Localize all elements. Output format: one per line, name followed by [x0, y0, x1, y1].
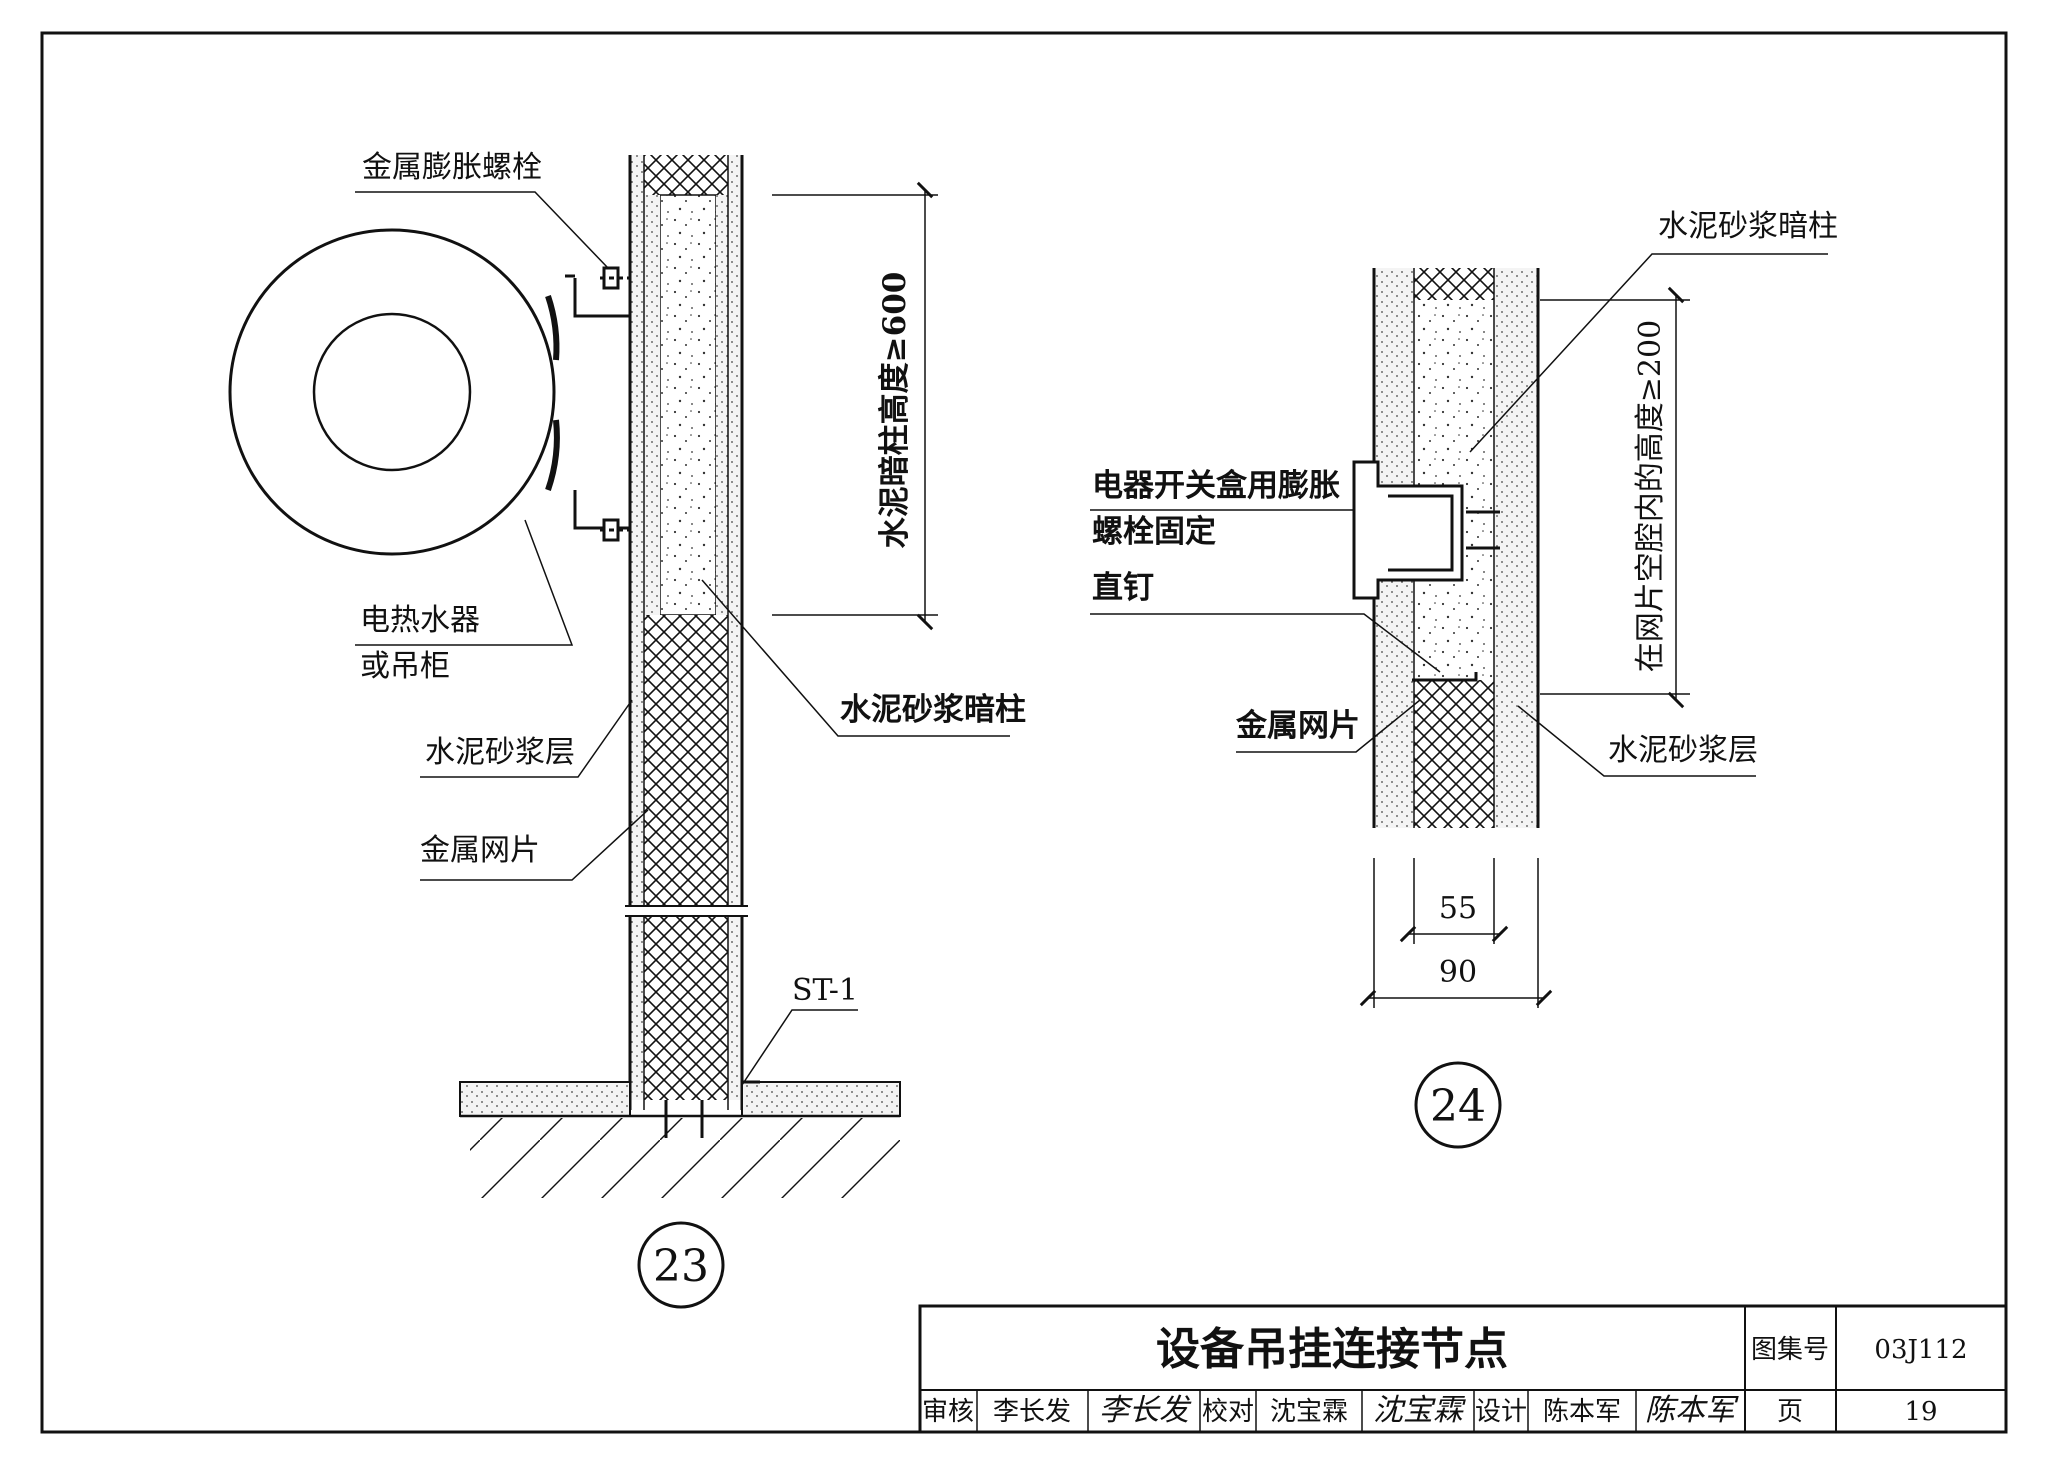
- review-label: 审核: [922, 1397, 974, 1427]
- mortar-layer-right: [728, 155, 742, 1100]
- detail-23: 〃〃 〃〃 水泥暗柱高度≥600 金属膨胀螺栓: [228, 150, 1026, 1309]
- mesh-label: 金属网片: [420, 833, 540, 868]
- mesh-core-upper: [644, 155, 728, 195]
- water-heater-outer: [228, 228, 556, 556]
- design-label: 设计: [1475, 1397, 1527, 1427]
- dark-column-height-dim: 水泥暗柱高度≥600: [877, 272, 913, 549]
- checker-name: 沈宝霖: [1270, 1397, 1348, 1427]
- drawing-title: 设备吊挂连接节点: [1156, 1324, 1508, 1375]
- dark-column: [659, 194, 717, 616]
- ground-hatch: [470, 1118, 900, 1198]
- detail-23-marker: [637, 1221, 725, 1309]
- page-label: 页: [1777, 1397, 1803, 1427]
- mesh-cavity-height-dim: 在网片空腔内的高度≥200: [1633, 320, 1668, 672]
- check-label: 校对: [1202, 1397, 1254, 1427]
- atlas-label: 图集号: [1751, 1335, 1829, 1365]
- heater-label-line2: 或吊柜: [360, 649, 450, 684]
- mortar-layer-left: [630, 155, 644, 1100]
- detail-24-number: 24: [1430, 1081, 1486, 1132]
- switch-box-label-line1: 电器开关盒用膨胀: [1092, 468, 1340, 504]
- floor-screed-right: [741, 1081, 901, 1117]
- mesh-label-24: 金属网片: [1235, 708, 1360, 744]
- reviewer-name: 李长发: [993, 1397, 1071, 1427]
- mortar-layer-label: 水泥砂浆层: [425, 735, 575, 770]
- mortar-layer-label-24: 水泥砂浆层: [1608, 733, 1758, 768]
- dark-column-label: 水泥砂浆暗柱: [840, 692, 1026, 728]
- switch-box-label-line2: 螺栓固定: [1092, 514, 1216, 550]
- dark-column-label-24: 水泥砂浆暗柱: [1658, 209, 1838, 244]
- designer-signature: 陈本军: [1645, 1393, 1739, 1428]
- nail-label: 直钉: [1092, 570, 1154, 606]
- heater-label-line1: 电热水器: [360, 603, 480, 638]
- dim-90: 90: [1439, 955, 1477, 990]
- floor-screed-left: [459, 1081, 631, 1117]
- detail-24: 在网片空腔内的高度≥200 55 90 水泥砂浆暗柱 电器开关盒用膨胀 螺栓固定…: [1090, 209, 1838, 1149]
- dim-55: 55: [1439, 891, 1477, 926]
- page-number: 19: [1904, 1397, 1937, 1427]
- detail-23-number: 23: [653, 1241, 709, 1292]
- mesh-core-lower: [644, 615, 728, 1100]
- bolt-label: 金属膨胀螺栓: [362, 150, 542, 185]
- water-heater-inner: [312, 312, 472, 472]
- atlas-number: 03J112: [1874, 1335, 1967, 1365]
- designer-name: 陈本军: [1543, 1397, 1621, 1427]
- title-block: 设备吊挂连接节点 图集号 03J112 审核 李长发 李长发 校对 沈宝霖 沈宝…: [918, 1304, 2008, 1434]
- checker-signature: 沈宝霖: [1373, 1393, 1466, 1428]
- mesh-core-bottom: [1414, 680, 1494, 828]
- st1-label: ST-1: [792, 973, 858, 1008]
- detail-24-marker: [1414, 1061, 1502, 1149]
- switch-box: [1352, 460, 1500, 600]
- mesh-core-top: [1414, 268, 1494, 300]
- reviewer-signature: 李长发: [1099, 1393, 1192, 1428]
